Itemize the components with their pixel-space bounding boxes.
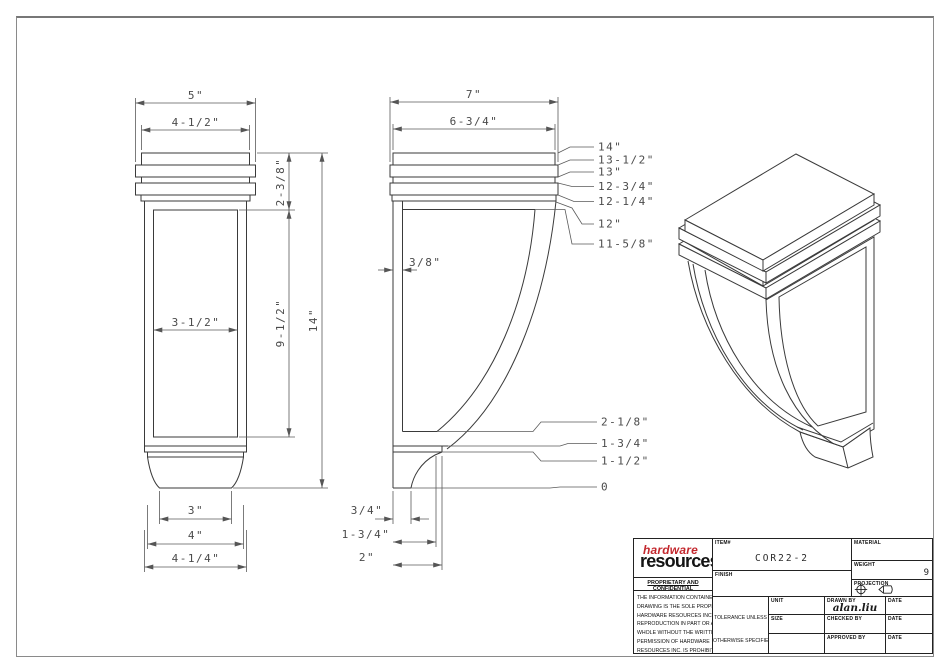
approved-by-label: APPROVED BY — [827, 635, 866, 641]
dim-label: 6-3/4" — [450, 115, 499, 128]
height-label: 1-3/4" — [601, 437, 650, 450]
drawn-by-label: DRAWN BY — [827, 598, 856, 604]
weight-cell: WEIGHT 9 — [851, 560, 933, 579]
projection-cell: PROJECTION — [851, 579, 933, 596]
size-cell: SIZE — [768, 614, 824, 633]
approved-by-cell: APPROVED BY — [824, 633, 885, 654]
tolerance-cell: TOLERANCE UNLESS OTHERWISE SPECIFIED X. … — [712, 596, 768, 654]
height-label: 12-3/4" — [598, 180, 655, 193]
checked-by-label: CHECKED BY — [827, 616, 863, 622]
finish-cell: FINISH — [712, 570, 851, 596]
proprietary-title: PROPRIETARY AND CONFIDENTIAL — [647, 580, 699, 590]
finish-label: FINISH — [715, 572, 733, 578]
projection-symbols-icon — [854, 583, 893, 596]
date-label: DATE — [888, 635, 903, 641]
date-label: DATE — [888, 598, 903, 604]
dim-label: 7" — [466, 88, 482, 101]
dim-label: 3" — [188, 504, 204, 517]
dim-label: 5" — [188, 89, 204, 102]
unit-label: UNIT — [771, 598, 784, 604]
item-label: ITEM# — [715, 540, 731, 546]
height-label: 2-1/8" — [601, 416, 650, 429]
weight-value: 9 — [923, 568, 929, 578]
title-block-frame — [633, 538, 933, 654]
height-label: 11-5/8" — [598, 238, 655, 251]
front-view-dimensions: 5" 4-1/2" 2-3/8" 3-1/2" 9-1/2" 14" — [135, 89, 328, 572]
height-label: 0 — [601, 481, 609, 494]
isometric-view — [677, 153, 882, 469]
dim-label: 1-3/4" — [342, 528, 391, 541]
dim-label: 3/4" — [351, 504, 384, 517]
dim-label: 2" — [359, 551, 375, 564]
dim-label: 3/8" — [409, 256, 442, 269]
checked-by-cell: CHECKED BY — [824, 614, 885, 633]
tolerance-note: TOLERANCE UNLESS OTHERWISE SPECIFIED X. … — [713, 615, 768, 644]
date-cell-3: DATE — [885, 633, 933, 654]
logo-word-resources: resources — [640, 551, 712, 571]
dim-label: 9-1/2" — [274, 299, 287, 348]
unit-cell: UNIT — [768, 596, 824, 614]
logo-word-hardware: hardware — [643, 543, 698, 557]
proprietary-text: THE INFORMATION CONTAINED IN THIS DRAWIN… — [637, 595, 712, 654]
side-view — [389, 152, 559, 489]
dim-label: 4" — [188, 529, 204, 542]
blank-cell — [768, 633, 824, 654]
dim-label: 3-1/2" — [172, 316, 221, 329]
side-view-dimensions: 7" 6-3/4" 3/8" 14" 13-1/2" 13" 12-3/4" 1… — [342, 88, 655, 570]
height-label: 14" — [598, 141, 622, 154]
sheet-border — [16, 16, 934, 657]
material-label: MATERIAL — [854, 540, 882, 546]
drawn-by-signature: alan.liu — [832, 602, 878, 614]
date-cell-1: DATE — [885, 596, 933, 614]
size-label: SIZE — [771, 616, 783, 622]
date-cell-2: DATE — [885, 614, 933, 633]
projection-label: PROJECTION — [854, 581, 889, 587]
company-logo: hardware resources — [640, 544, 712, 570]
height-label: 13-1/2" — [598, 154, 655, 167]
drawn-by-cell: DRAWN BY alan.liu — [824, 596, 885, 614]
height-label: 12" — [598, 218, 622, 231]
height-label: 12-1/4" — [598, 195, 655, 208]
front-view — [135, 152, 256, 489]
dim-label: 4-1/2" — [172, 116, 221, 129]
dim-label: 2-3/8" — [274, 158, 287, 207]
weight-label: WEIGHT — [854, 562, 876, 568]
height-label: 1-1/2" — [601, 455, 650, 468]
item-number: COR22-2 — [754, 553, 810, 564]
date-label: DATE — [888, 616, 903, 622]
height-label: 13" — [598, 166, 622, 179]
dim-label: 4-1/4" — [172, 552, 221, 565]
dim-label: 14" — [307, 308, 320, 332]
iso-cap — [677, 153, 882, 300]
title-block: hardware resources PROPRIETARY AND CONFI… — [633, 538, 933, 654]
